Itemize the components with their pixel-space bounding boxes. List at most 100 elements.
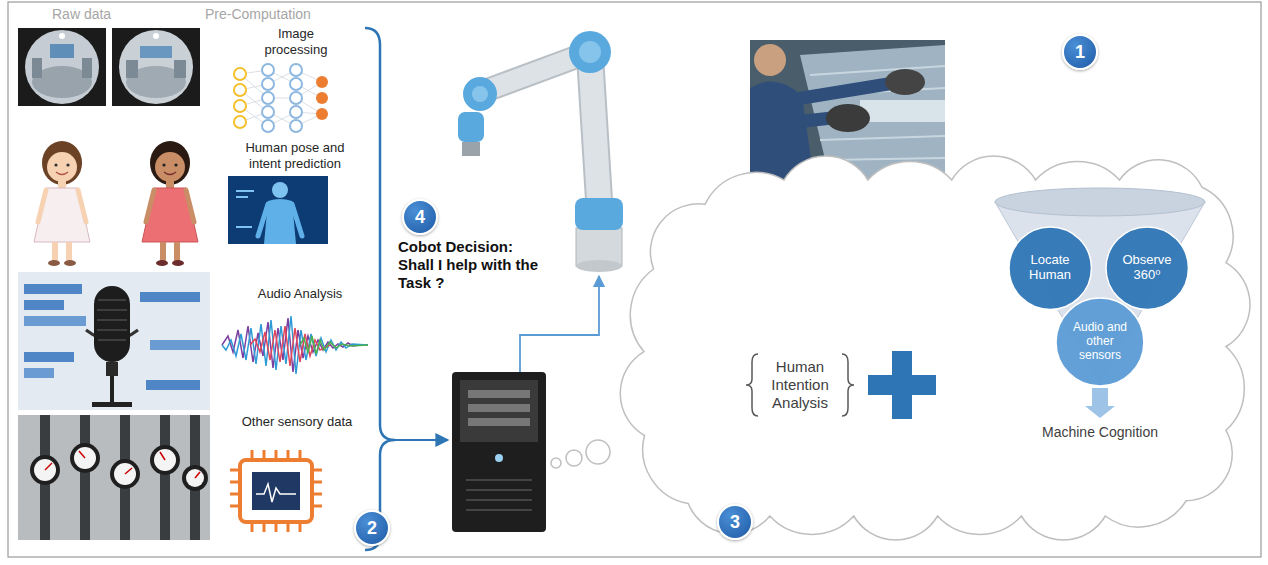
server-tower — [468, 418, 530, 426]
gauges-photo — [74, 447, 96, 469]
camera-360-images — [32, 58, 42, 78]
thought-cloud: Human Intention AnalysisMachine Cognitio… — [612, 150, 1258, 550]
cartoon-women — [146, 190, 194, 222]
chip-icon — [230, 450, 322, 532]
cobot-arm — [458, 112, 484, 142]
input-bracket — [365, 28, 395, 550]
camera-360-images — [18, 28, 106, 106]
funnel — [995, 202, 1205, 382]
neural-network-icon — [262, 106, 274, 118]
neural-network-icon — [316, 108, 328, 120]
cartoon-women — [156, 260, 168, 266]
callout-number: 2 — [354, 510, 390, 546]
microphone-photo — [18, 272, 210, 410]
cartoon-women — [164, 172, 176, 175]
camera-360-images — [82, 58, 92, 78]
cobot-arm — [463, 77, 497, 111]
server-tower — [466, 480, 532, 510]
microphone-photo — [18, 272, 210, 410]
camera-360-images — [126, 60, 138, 78]
circle-outline — [1009, 227, 1091, 309]
microphone-photo — [24, 284, 82, 294]
plus-sign — [892, 351, 912, 419]
worker-photo — [826, 104, 870, 132]
microphone-photo — [97, 300, 127, 340]
microphone-photo — [150, 340, 200, 350]
worker-photo — [885, 69, 925, 95]
node-text-box: Human Intention Analysis — [760, 358, 840, 412]
thought-bubbles — [551, 440, 610, 468]
cartoon-women — [47, 152, 77, 182]
microphone-photo — [92, 402, 132, 407]
cartoon-women — [54, 163, 57, 166]
cartoon-women — [66, 163, 69, 166]
callout-number: 4 — [402, 199, 438, 235]
circle-outline — [1056, 298, 1144, 386]
neural-network-icon — [290, 120, 302, 132]
cobot-arm — [458, 31, 623, 272]
gauges-photo — [160, 452, 165, 460]
neural-network-icon — [234, 68, 246, 80]
gauges-photo — [70, 443, 100, 473]
node-text: Machine Cognition — [1042, 424, 1158, 441]
gauges-photo — [195, 472, 200, 478]
neural-network-icon — [316, 92, 328, 104]
cartoon-women — [142, 188, 198, 242]
microphone-photo — [24, 368, 54, 378]
body-scan-image — [228, 176, 328, 244]
label-text: 3 — [730, 513, 740, 531]
gauges-photo — [30, 455, 60, 485]
node-text: Human Intention Analysis — [760, 358, 840, 412]
label-text: Human pose and intent prediction — [232, 140, 358, 171]
circle-outline — [1106, 227, 1188, 309]
gauges-photo — [186, 469, 204, 487]
neural-network-icon — [290, 78, 302, 90]
cobot-arm — [576, 260, 622, 272]
thought-bubbles — [566, 450, 582, 466]
worker-photo — [750, 40, 945, 180]
cartoon-women — [52, 242, 58, 262]
cartoon-women — [34, 188, 90, 242]
microphone-photo — [146, 380, 200, 390]
camera-360-images — [153, 33, 159, 39]
neural-network-icon — [290, 92, 302, 104]
microphone-photo — [24, 300, 64, 310]
gauges-photo — [34, 459, 56, 481]
microphone-photo — [106, 362, 118, 376]
frame — [8, 2, 1261, 557]
label-text: Raw data — [52, 6, 152, 23]
cartoon-women — [56, 172, 68, 175]
cartoon-women — [160, 242, 166, 262]
gauges-photo — [182, 465, 208, 491]
caption-label: Raw data — [52, 6, 152, 23]
camera-360-images — [140, 46, 172, 58]
neural-network-icon — [262, 92, 274, 104]
label-text: Pre-Computation — [205, 6, 365, 23]
cloud-outline — [620, 156, 1250, 540]
label-text: Cobot Decision: Shall I help with the Ta… — [398, 238, 538, 292]
body-scan-image — [236, 226, 252, 228]
gauges-photo — [150, 445, 180, 475]
microphone-photo — [94, 286, 130, 362]
server-tower — [452, 372, 546, 532]
down-arrow — [1085, 388, 1115, 418]
chip-icon — [230, 450, 322, 532]
cartoon-women — [58, 181, 66, 188]
caption-label: Image processing — [250, 26, 342, 57]
cartoon-women — [150, 141, 190, 185]
camera-360-images — [50, 44, 74, 58]
cartoon-women — [42, 141, 82, 185]
thought-bubbles — [586, 440, 610, 464]
gauges-photo — [110, 459, 140, 489]
server-tower — [460, 380, 538, 442]
body-scan-image — [272, 182, 288, 198]
cobot-arm — [462, 142, 480, 156]
gauges-photo — [154, 449, 176, 471]
cobot-arm — [590, 56, 599, 200]
neural-network-icon — [262, 120, 274, 132]
brace — [746, 354, 758, 416]
cartoon-women — [162, 163, 165, 166]
camera-360-images — [18, 28, 200, 106]
cobot-arm — [472, 86, 488, 102]
